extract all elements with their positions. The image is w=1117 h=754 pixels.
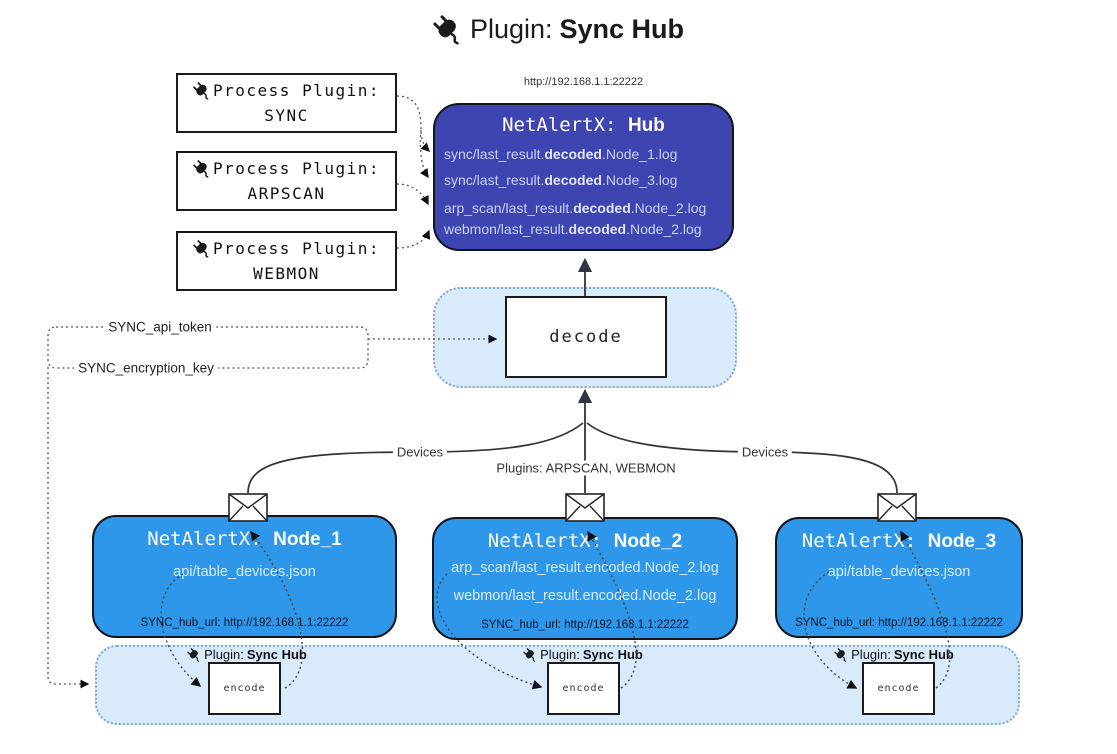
- hub-file-post: .Node_3.log: [601, 172, 678, 188]
- node-hub-url: SYNC_hub_url: http://192.168.1.1:22222: [481, 619, 689, 631]
- node-title: NetAlertX: Node_1: [94, 528, 395, 551]
- encode-label: encode: [562, 683, 605, 694]
- plug-icon: [193, 240, 211, 258]
- hub-file-bold: decoded: [573, 200, 631, 216]
- encode-plugin-label: Plugin: Sync Hub: [523, 647, 643, 662]
- node-title-bold: Node_1: [273, 529, 342, 550]
- edge-sync-to-hub-2: [419, 129, 429, 179]
- process-plugin-webmon: Process Plugin: WEBMON: [176, 231, 397, 291]
- node-hub-url: SYNC_hub_url: http://192.168.1.1:22222: [140, 617, 349, 629]
- process-plugin-label: Process Plugin:: [213, 239, 380, 258]
- edge-arpscan-to-hub: [396, 183, 429, 206]
- plug-icon: [193, 82, 211, 100]
- edge-webmon-to-hub: [396, 229, 431, 249]
- encode-box: encode: [862, 662, 935, 715]
- hub-title-prefix: NetAlertX:: [502, 114, 628, 136]
- decode-box: decode: [505, 296, 667, 378]
- hub-file-post: .Node_1.log: [601, 146, 678, 162]
- node-title-prefix: NetAlertX:: [147, 528, 274, 550]
- node-title-prefix: NetAlertX:: [801, 530, 928, 552]
- encode-plugin-bold: Sync Hub: [582, 647, 643, 662]
- node-2: NetAlertX: Node_2 arp_scan/last_result.e…: [432, 517, 738, 640]
- hub-file-pre: sync/last_result.: [444, 172, 545, 188]
- plug-icon: [193, 160, 211, 178]
- hub-file: arp_scan/last_result.decoded.Node_2.log: [444, 200, 706, 216]
- process-plugin-name: SYNC: [264, 106, 309, 125]
- envelope-icon: [565, 493, 605, 522]
- process-plugin-label: Process Plugin:: [213, 159, 380, 178]
- hub-file-bold: decoded: [544, 172, 602, 188]
- encode-plugin-prefix: Plugin:: [851, 647, 891, 662]
- plugins-label-center: Plugins: ARPSCAN, WEBMON: [492, 460, 680, 476]
- process-plugin-name: WEBMON: [253, 264, 320, 283]
- devices-label-left: Devices: [392, 444, 448, 460]
- page-title: Plugin: Sync Hub: [0, 14, 1117, 45]
- encode-box: encode: [208, 662, 281, 715]
- plug-icon: [187, 648, 201, 662]
- sync-encryption-key-label: SYNC_encryption_key: [74, 360, 218, 376]
- hub-file-pre: arp_scan/last_result.: [444, 200, 574, 216]
- hub-title: NetAlertX: Hub: [435, 114, 732, 137]
- edge-key-to-encoders: [47, 367, 90, 689]
- page-title-prefix: Plugin:: [469, 14, 553, 44]
- plug-icon: [433, 15, 463, 45]
- devices-label-right: Devices: [737, 444, 793, 460]
- node-title-bold: Node_3: [927, 531, 997, 552]
- encode-label: encode: [223, 683, 266, 694]
- node-hub-url: SYNC_hub_url: http://192.168.1.1:22222: [795, 617, 1003, 629]
- encode-label: encode: [877, 683, 920, 694]
- node-title: NetAlertX: Node_3: [777, 530, 1021, 553]
- node-file: api/table_devices.json: [827, 564, 971, 580]
- encode-plugin-bold: Sync Hub: [893, 647, 954, 662]
- hub-file-pre: webmon/last_result.: [444, 221, 569, 237]
- process-plugin-sync: Process Plugin: SYNC: [176, 73, 397, 133]
- hub-file: webmon/last_result.decoded.Node_2.log: [444, 221, 702, 237]
- hub-file-pre: sync/last_result.: [444, 146, 545, 162]
- encode-box: encode: [547, 662, 620, 715]
- hub-node: NetAlertX: Hub sync/last_result.decoded.…: [433, 103, 734, 251]
- hub-file-post: .Node_2.log: [630, 200, 707, 216]
- hub-file: sync/last_result.decoded.Node_1.log: [444, 146, 677, 162]
- process-plugin-arpscan: Process Plugin: ARPSCAN: [176, 151, 397, 211]
- node-file: webmon/last_result.encoded.Node_2.log: [453, 588, 717, 604]
- encode-plugin-bold: Sync Hub: [246, 647, 307, 662]
- plug-icon: [523, 648, 537, 662]
- encode-plugin-label: Plugin: Sync Hub: [834, 647, 954, 662]
- process-plugin-name: ARPSCAN: [247, 184, 326, 203]
- edge-sync-to-hub-1: [396, 95, 430, 152]
- encode-plugin-prefix: Plugin:: [204, 647, 244, 662]
- node-title: NetAlertX: Node_2: [434, 530, 736, 553]
- node-title-prefix: NetAlertX:: [487, 530, 614, 552]
- sync-api-token-label: SYNC_api_token: [104, 319, 216, 335]
- hub-file: sync/last_result.decoded.Node_3.log: [444, 172, 677, 188]
- node-1: NetAlertX: Node_1 api/table_devices.json…: [92, 515, 397, 638]
- encode-plugin-label: Plugin: Sync Hub: [187, 647, 307, 662]
- process-plugin-label: Process Plugin:: [213, 81, 380, 100]
- node-file: arp_scan/last_result.encoded.Node_2.log: [451, 560, 719, 576]
- node-file: api/table_devices.json: [173, 564, 316, 580]
- hub-title-bold: Hub: [627, 115, 665, 136]
- plug-icon: [834, 648, 848, 662]
- hub-file-bold: decoded: [568, 221, 627, 237]
- envelope-icon: [877, 493, 917, 522]
- encode-plugin-prefix: Plugin:: [540, 647, 580, 662]
- envelope-icon: [228, 493, 268, 522]
- node-title-bold: Node_2: [613, 531, 683, 552]
- page-title-bold: Sync Hub: [559, 14, 685, 44]
- hub-url-label: http://192.168.1.1:22222: [523, 76, 644, 88]
- hub-file-post: .Node_2.log: [626, 221, 702, 237]
- decode-label: decode: [549, 327, 623, 347]
- node-3: NetAlertX: Node_3 api/table_devices.json…: [775, 517, 1023, 638]
- hub-file-bold: decoded: [544, 146, 602, 162]
